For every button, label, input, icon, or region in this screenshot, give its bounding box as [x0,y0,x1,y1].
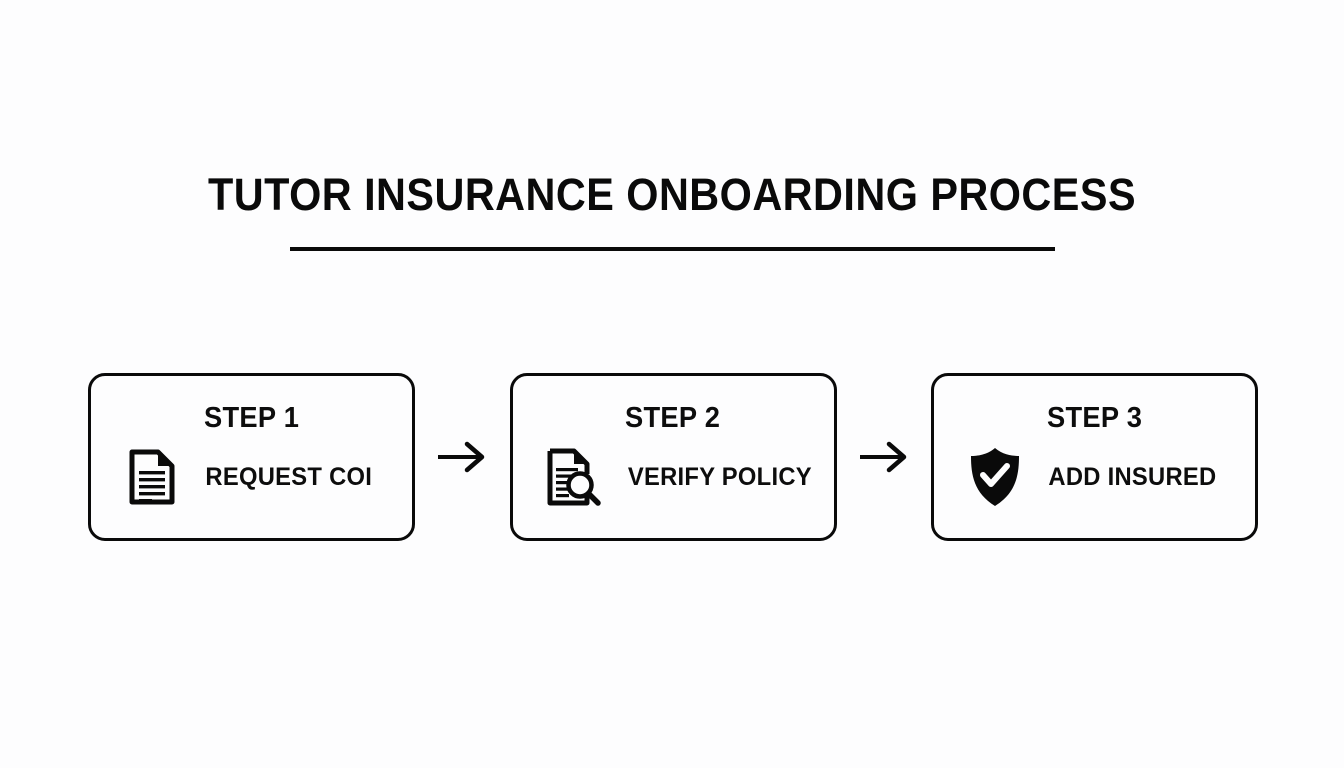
document-search-icon [547,447,601,507]
step-heading-1: STEP 1 [203,402,300,434]
step-heading-2: STEP 2 [625,402,721,434]
arrow-right-icon-2 [852,437,916,477]
title-underline-rule [289,247,1055,251]
step-card-1[interactable]: STEP 1 REQUEST COI [88,373,415,541]
title-block: TUTOR INSURANCE ONBOARDING PROCESS [0,172,1344,251]
step-body-3: ADD INSURED [934,447,1255,507]
step-label-3: ADD INSURED [1048,462,1217,491]
page-title: TUTOR INSURANCE ONBOARDING PROCESS [207,169,1137,220]
step-card-2[interactable]: STEP 2 VERIFY POLICY [509,373,837,541]
step-body-2: VERIFY POLICY [513,447,834,507]
step-card-3[interactable]: STEP 3 ADD INSURED [931,373,1258,541]
arrow-right-icon-1 [430,437,494,477]
step-heading-3: STEP 3 [1046,402,1143,434]
document-icon [125,447,179,507]
process-flow: STEP 1 REQUEST COI STEP 2 [88,373,1258,541]
step-label-2: VERIFY POLICY [627,462,812,491]
step-label-1: REQUEST COI [205,462,373,491]
shield-check-icon [968,447,1022,507]
step-body-1: REQUEST COI [91,447,412,507]
